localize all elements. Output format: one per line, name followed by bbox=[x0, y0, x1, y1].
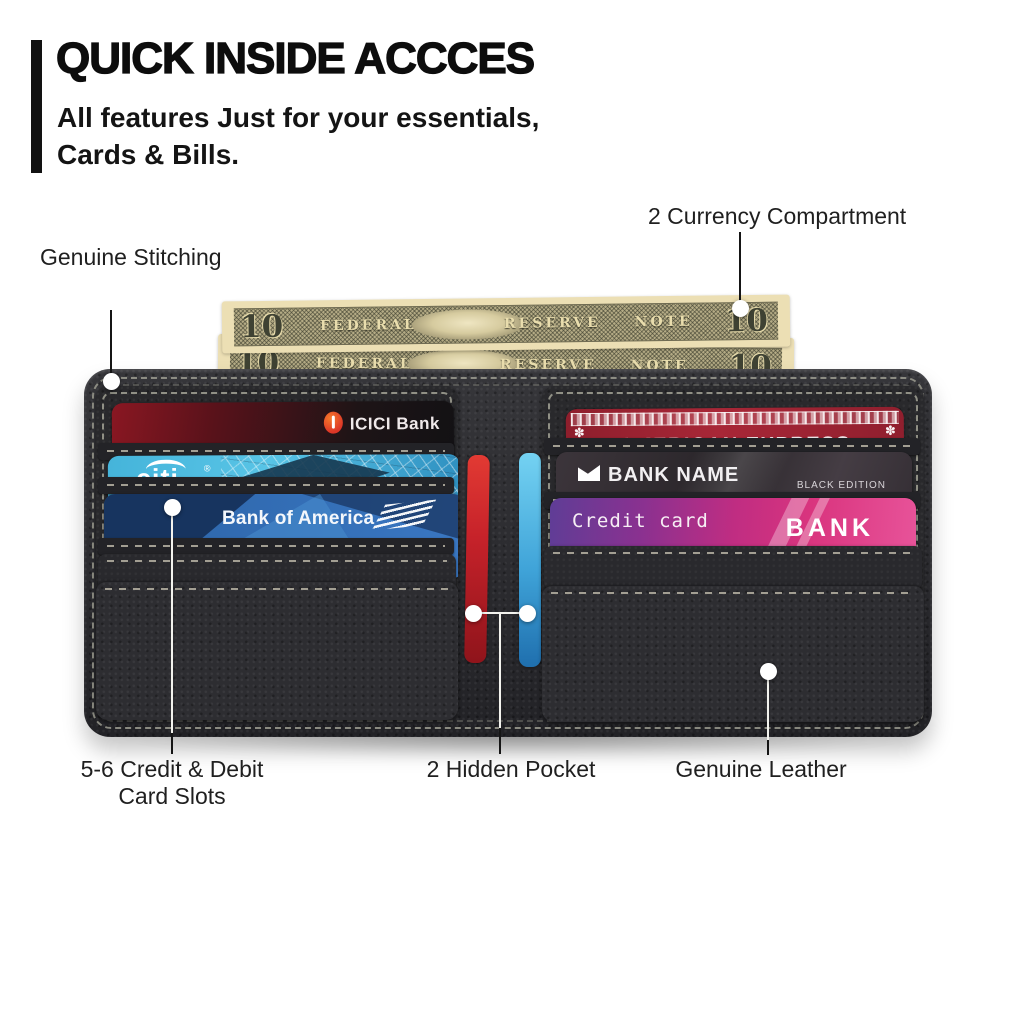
card-slot-edge bbox=[98, 538, 454, 555]
hidden-pocket-blue-card bbox=[519, 453, 541, 667]
ten-dollar-bill-top: 10 FEDERAL RESERVE NOTE 10 bbox=[221, 294, 791, 354]
subtitle-line-1: All features Just for your essentials, bbox=[57, 102, 540, 133]
bill-federal-text: FEDERAL bbox=[319, 317, 417, 335]
black-edition-label: BLACK EDITION bbox=[796, 480, 886, 491]
callout-dot-hidden-pocket-right bbox=[519, 605, 536, 622]
boa-card-label: Bank of America bbox=[222, 508, 375, 529]
subtitle-line-2: Cards & Bills. bbox=[57, 139, 240, 170]
callout-line-card-slots-on-leather bbox=[171, 509, 173, 733]
icici-logo-i bbox=[331, 415, 335, 429]
title-accent-bar bbox=[31, 40, 42, 173]
callout-line-currency bbox=[739, 232, 741, 304]
genuine-leather-label: Genuine Leather bbox=[675, 756, 847, 782]
card-slots-label: 5-6 Credit & Debit Card Slots bbox=[62, 756, 282, 810]
credit-card-bank-label: BANK bbox=[785, 514, 874, 542]
bill-denomination-left: 10 bbox=[239, 308, 284, 346]
right-card-panel: ✽ ✽ AMERICAN EXPRESS BANK NAME BLACK EDI… bbox=[542, 386, 924, 722]
card-slot-edge bbox=[98, 477, 454, 494]
credit-card-label: Credit card bbox=[572, 510, 709, 532]
left-front-pocket bbox=[96, 582, 458, 720]
callout-dot-currency bbox=[732, 300, 749, 317]
hidden-pocket-red-card bbox=[464, 454, 490, 664]
page-subtitle: All features Just for your essentials, C… bbox=[57, 99, 539, 173]
page-title: QUICK INSIDE ACCCES bbox=[55, 33, 535, 83]
icici-card-label: ICICI Bank bbox=[349, 413, 440, 434]
hidden-pocket-label: 2 Hidden Pocket bbox=[426, 756, 596, 782]
genuine-stitching-label: Genuine Stitching bbox=[40, 244, 222, 270]
callout-dot-hidden-pocket-left bbox=[465, 605, 482, 622]
callout-line-hidden-pocket-on-leather bbox=[499, 613, 501, 728]
card-slots-label-line-1: 5-6 Credit & Debit bbox=[80, 756, 264, 782]
bill-reserve-note-text: RESERVE NOTE bbox=[503, 313, 693, 333]
callout-line-stitching bbox=[110, 310, 112, 380]
callout-dot-stitching bbox=[103, 373, 120, 390]
callout-line-leather-on-leather bbox=[767, 673, 769, 740]
callout-line-hidden-pocket bbox=[499, 728, 501, 754]
left-card-panel: ICICI Bank citi ® Bank of America bbox=[96, 386, 458, 720]
amex-filigree-border bbox=[570, 410, 899, 427]
callout-line-card-slots bbox=[171, 733, 173, 754]
right-front-pocket bbox=[542, 586, 924, 722]
icici-logo-icon bbox=[323, 411, 343, 434]
callout-line-leather bbox=[767, 740, 769, 755]
card-slot-stack-front bbox=[544, 546, 922, 590]
bill-engraved-band: 10 FEDERAL RESERVE NOTE 10 bbox=[233, 301, 779, 347]
callout-dot-leather bbox=[760, 663, 777, 680]
bifold-wallet: ICICI Bank citi ® Bank of America bbox=[84, 369, 932, 737]
citi-registered-mark: ® bbox=[203, 463, 211, 474]
currency-compartment-label: 2 Currency Compartment bbox=[648, 203, 907, 229]
bank-name-card-label: BANK NAME bbox=[608, 464, 740, 486]
card-slot-edge bbox=[544, 438, 920, 455]
callout-dot-card-slots bbox=[164, 499, 181, 516]
card-slots-label-line-2: Card Slots bbox=[118, 783, 226, 809]
